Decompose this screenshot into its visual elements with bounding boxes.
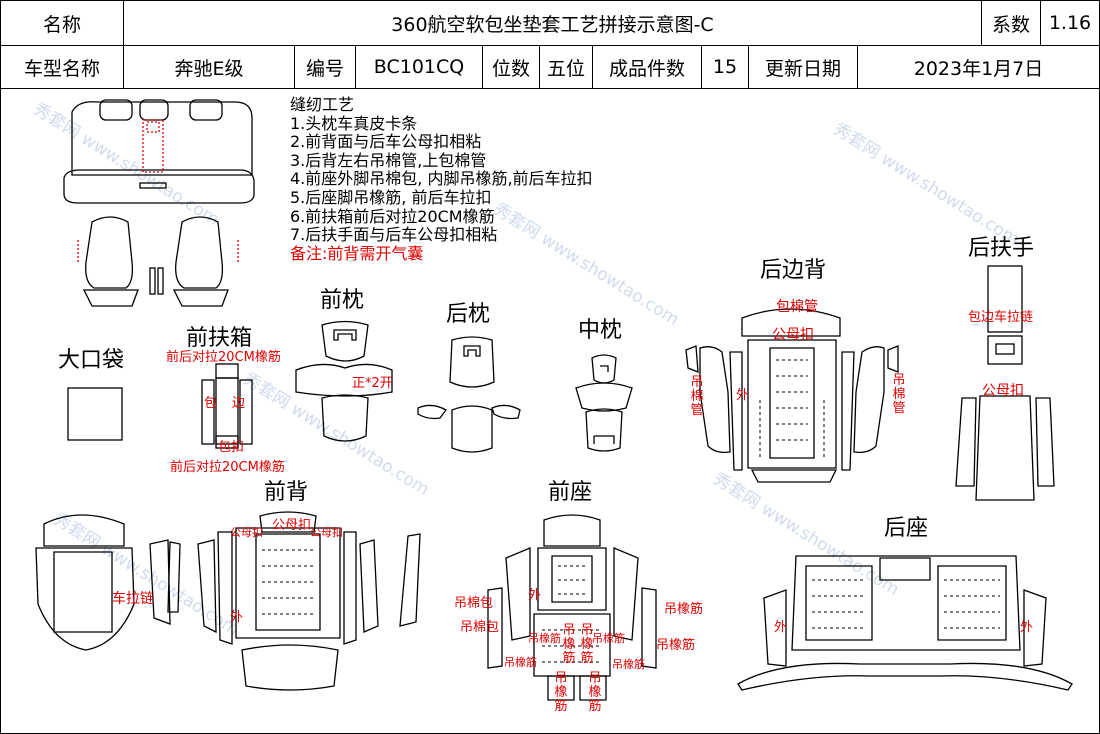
annotation-hang-elastic: 吊橡筋 bbox=[656, 638, 696, 653]
rear-headrest-title: 后枕 bbox=[446, 302, 491, 327]
middle-headrest-pieces bbox=[575, 354, 633, 452]
diagram-title: 360航空软包坐垫套工艺拼接示意图-C bbox=[123, 0, 982, 46]
pieces-value: 15 bbox=[702, 46, 749, 88]
rear-armrest-title: 后扶手 bbox=[968, 236, 1035, 261]
annotation-hang-elastic: 吊橡筋 bbox=[554, 671, 568, 714]
front-armbox-title: 前扶箱 bbox=[186, 326, 253, 351]
annotation-hang-pad: 吊棉包 bbox=[454, 596, 494, 611]
annotation-hang-elastic: 吊橡筋 bbox=[612, 658, 645, 671]
note-line: 4.前座外脚吊棉包, 内脚吊橡筋,前后车拉扣 bbox=[290, 169, 593, 189]
annotation-hang-pad: 吊棉包 bbox=[460, 620, 500, 635]
front-seat-pieces bbox=[487, 514, 657, 701]
pieces-label: 成品件数 bbox=[593, 46, 702, 88]
header-table: 名称 360航空软包坐垫套工艺拼接示意图-C 系数 1.16 车型名称 奔驰E级… bbox=[0, 0, 1100, 89]
annotation-armrest-snap: 公母扣 bbox=[982, 383, 1024, 399]
annotation-hang-elastic: 吊橡筋 bbox=[588, 671, 602, 714]
rear-side-back-pieces bbox=[685, 308, 899, 483]
annotation-armbox-elastic-top: 前后对拉20CM橡筋 bbox=[166, 350, 281, 365]
annotation-hang-elastic: 吊橡筋 bbox=[504, 656, 537, 669]
rear-seat-pieces bbox=[737, 555, 1073, 691]
annotation-outer: 外 bbox=[736, 388, 750, 403]
coef-value: 1.16 bbox=[1040, 0, 1100, 46]
big-pocket-title: 大口袋 bbox=[58, 348, 125, 373]
annotation-outer: 外 bbox=[1020, 620, 1034, 635]
annotation-hang-elastic: 吊橡筋 bbox=[580, 623, 594, 666]
annotation-hang-elastic: 吊橡筋 bbox=[562, 623, 576, 666]
annotation-armbox-elastic-bottom: 前后对拉20CM橡筋 bbox=[170, 460, 285, 475]
front-seats-preview bbox=[77, 216, 239, 307]
note-line: 7.后扶手面与后车公母扣相粘 bbox=[290, 225, 498, 245]
rear-bench-preview bbox=[63, 99, 255, 204]
code-label: 编号 bbox=[294, 45, 356, 89]
annotation-times-two: 正*2开 bbox=[352, 376, 393, 391]
annotation-outer: 外 bbox=[230, 610, 244, 625]
rear-seat-title: 后座 bbox=[884, 516, 929, 541]
note-line: 6.前扶箱前后对拉20CM橡筋 bbox=[290, 206, 495, 226]
big-pocket-piece bbox=[67, 387, 123, 441]
annotation-wrap-zipper: 包边车拉链 bbox=[968, 310, 1034, 325]
front-back-pieces bbox=[35, 511, 421, 691]
seats-label: 位数 bbox=[482, 45, 540, 89]
front-seat-title: 前座 bbox=[548, 480, 593, 505]
annotation-snap: 公母扣 bbox=[772, 327, 814, 343]
front-headrest-title: 前枕 bbox=[320, 288, 365, 313]
header-right-group: 成品件数 15 更新日期 2023年1月7日 bbox=[592, 45, 1100, 89]
middle-headrest-title: 中枕 bbox=[578, 318, 623, 343]
annotation-snap-mid: 公母扣 bbox=[272, 518, 312, 533]
date-label: 更新日期 bbox=[749, 46, 858, 88]
annotation-armbox-bian: 边 bbox=[232, 396, 246, 411]
notes-remark: 备注:前背需开气囊 bbox=[290, 243, 424, 263]
annotation-snap-left: 公母扣 bbox=[230, 526, 263, 539]
date-value: 2023年1月7日 bbox=[913, 57, 1044, 80]
note-line: 3.后背左右吊棉管,上包棉管 bbox=[290, 150, 487, 170]
name-label: 名称 bbox=[0, 0, 124, 46]
annotation-zipper: 车拉链 bbox=[112, 591, 154, 607]
annotation-hang-elastic: 吊橡筋 bbox=[528, 632, 561, 645]
annotation-armbox-kou: 包扣 bbox=[218, 440, 245, 455]
annotation-hang-tube-right: 吊棉管 bbox=[892, 373, 906, 416]
seats-value: 五位 bbox=[539, 45, 593, 89]
notes-heading: 缝纫工艺 bbox=[290, 95, 355, 114]
annotation-hang-tube-left: 吊棉管 bbox=[690, 375, 704, 418]
annotation-outer: 外 bbox=[774, 620, 788, 635]
front-armbox-pieces bbox=[201, 363, 253, 449]
rear-armrest-pieces bbox=[955, 265, 1055, 501]
rear-headrest-pieces bbox=[417, 336, 521, 453]
code-value: BC101CQ bbox=[355, 45, 483, 89]
annotation-armbox-bao: 包 bbox=[204, 396, 218, 411]
note-line: 1.头枕车真皮卡条 bbox=[290, 113, 418, 133]
annotation-outer: 外 bbox=[528, 588, 542, 603]
note-line: 2.前背面与后车公母扣相粘 bbox=[290, 132, 482, 152]
annotation-wrap-tube: 包棉管 bbox=[776, 299, 818, 315]
rear-side-back-title: 后边背 bbox=[760, 258, 827, 283]
front-back-title: 前背 bbox=[264, 480, 309, 505]
note-line: 5.后座脚吊橡筋, 前后车拉扣 bbox=[290, 187, 492, 207]
annotation-hang-elastic: 吊橡筋 bbox=[664, 602, 704, 617]
front-headrest-pieces bbox=[295, 320, 393, 442]
annotation-snap-right: 公母扣 bbox=[310, 526, 343, 539]
annotation-hang-elastic: 吊橡筋 bbox=[592, 632, 625, 645]
